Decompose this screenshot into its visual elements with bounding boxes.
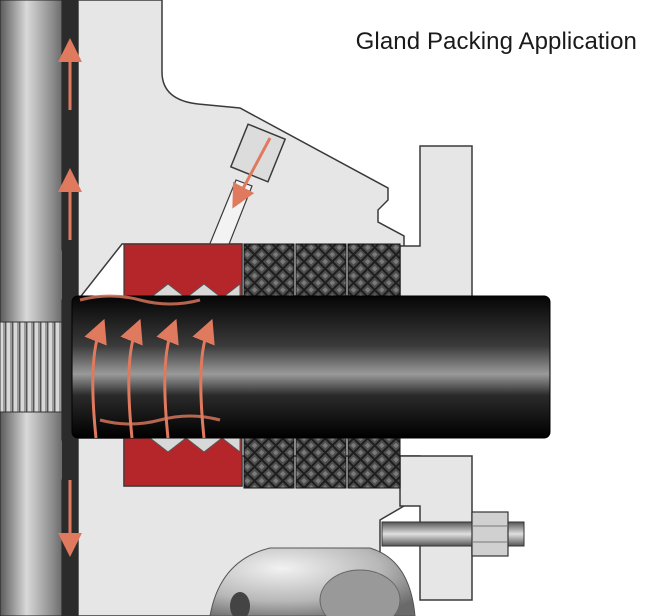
shaft: [71, 295, 551, 439]
packing-rings: [243, 243, 401, 489]
gland-bolt: [381, 511, 525, 557]
flow-arrows-shaft: [79, 294, 221, 439]
shaft-thread: [0, 321, 73, 413]
diagram-title: Gland Packing Application: [355, 28, 637, 55]
lantern-ring: [123, 243, 243, 487]
flush-port: [199, 123, 287, 273]
lantern-ring-part-photo: [209, 547, 416, 616]
wall-face: [62, 0, 78, 616]
